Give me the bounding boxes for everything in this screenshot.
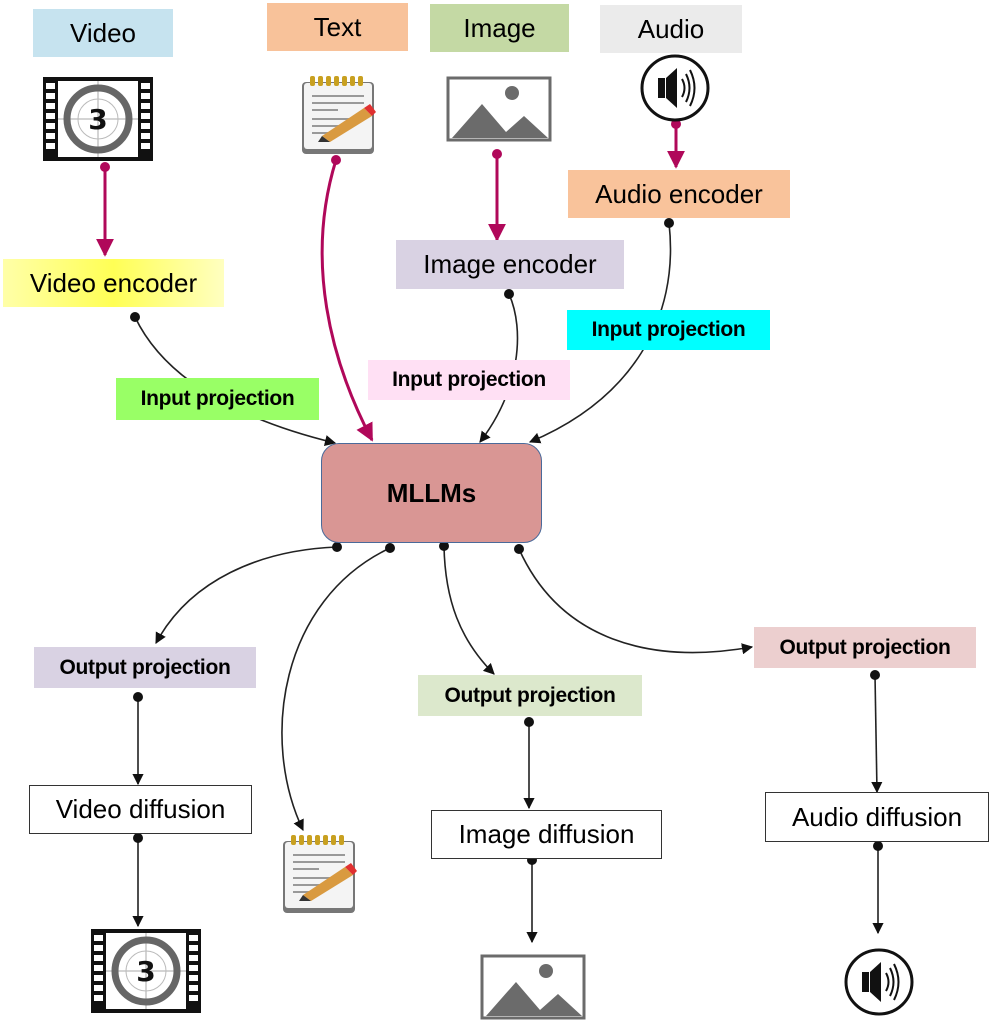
edge-dot	[873, 841, 883, 851]
edge-mllm-to-audio-outproj	[518, 548, 754, 655]
edge-dot	[133, 833, 143, 843]
film-countdown-icon: 3	[43, 77, 153, 161]
edge-dot	[504, 289, 514, 299]
video-input-projection: Input projection	[116, 378, 319, 420]
video-diffusion: Video diffusion	[29, 785, 252, 834]
edge-dot	[331, 155, 341, 165]
edge-dot	[100, 162, 110, 172]
image-diffusion: Image diffusion	[431, 810, 662, 859]
notepad-pencil-icon	[283, 835, 357, 913]
edge-dot	[492, 149, 502, 159]
edge-dot	[524, 717, 534, 727]
landscape-picture-icon	[480, 954, 586, 1020]
edge-mllm-to-image-outproj	[443, 545, 495, 675]
notepad-pencil-icon	[302, 76, 376, 154]
svg-text:3: 3	[88, 103, 107, 136]
mllms-core: MLLMs	[321, 443, 542, 543]
video-encoder: Video encoder	[3, 259, 224, 307]
audio-diffusion: Audio diffusion	[765, 792, 989, 842]
speaker-icon	[640, 54, 710, 122]
edge-dot	[514, 544, 524, 554]
audio-input-projection: Input projection	[567, 310, 770, 350]
audio-output-projection: Output projection	[754, 627, 976, 668]
edge-dot	[870, 670, 880, 680]
edge-dot	[130, 312, 140, 322]
edge-mllm-to-video-outproj	[155, 546, 338, 644]
image-output-projection: Output projection	[418, 675, 642, 716]
edge-text-to-mllm	[320, 159, 374, 442]
edge-mllm-to-text-out	[281, 547, 391, 832]
svg-text:3: 3	[136, 955, 155, 988]
input-label-text: Text	[267, 3, 408, 51]
input-label-audio: Audio	[600, 5, 742, 53]
image-encoder: Image encoder	[396, 240, 624, 289]
edge-audio-encoder-to-mllm	[528, 222, 672, 444]
landscape-picture-icon	[446, 76, 552, 142]
video-output-projection: Output projection	[34, 647, 256, 688]
audio-encoder: Audio encoder	[568, 170, 790, 218]
edge-dot	[385, 543, 395, 553]
edge-audio-outproj-to-diffusion	[871, 674, 883, 794]
film-countdown-icon: 3	[91, 929, 201, 1013]
edge-dot	[439, 541, 449, 551]
edge-dot	[133, 692, 143, 702]
edge-dot	[671, 119, 681, 129]
image-input-projection: Input projection	[368, 360, 570, 400]
edge-dot	[332, 542, 342, 552]
edge-dot	[664, 218, 674, 228]
speaker-icon	[844, 948, 914, 1016]
input-label-image: Image	[430, 4, 569, 52]
input-label-video: Video	[33, 9, 173, 57]
